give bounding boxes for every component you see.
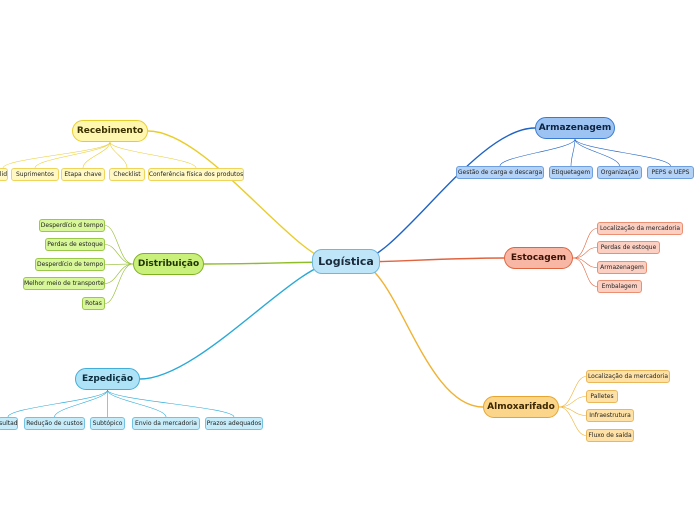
leaf-line-distribuicao-2	[104, 244, 134, 265]
leaf-line-recebimento-1	[2, 141, 111, 169]
subtopic-recebimento-5[interactable]: Conferência física dos produtos	[148, 168, 244, 181]
subtopic-almoxarifado-4[interactable]: Fluxo de saída	[586, 429, 634, 442]
leaf-line-almoxarifado-2	[558, 396, 587, 408]
subtopic-armazenagem-3[interactable]: Organização	[597, 166, 642, 179]
subtopic-recebimento-3[interactable]: Etapa chave	[61, 168, 105, 181]
subtopic-distribuicao-4[interactable]: Melhor meio de transporte	[23, 277, 105, 290]
subtopic-armazenagem-4[interactable]: PEPS e UEPS	[647, 166, 694, 179]
subtopic-recebimento-2[interactable]: Suprimentos	[11, 168, 59, 181]
subtopic-recebimento-1[interactable]: Qualidade	[0, 168, 8, 181]
leaf-line-recebimento-2	[34, 141, 111, 169]
subtopic-armazenagem-2[interactable]: Etiquetagem	[549, 166, 593, 179]
leaf-line-armazenagem-2	[570, 138, 576, 167]
subtopic-estocagem-3[interactable]: Armazenagem	[597, 261, 647, 274]
subtopic-almoxarifado-2[interactable]: Palletes	[586, 390, 618, 403]
subtopic-distribuicao-2[interactable]: Perdas de estoque	[45, 238, 105, 251]
leaf-line-expedicao-5	[107, 389, 235, 418]
branch-line-armazenagem	[355, 127, 536, 263]
leaf-line-armazenagem-3	[574, 138, 620, 167]
topic-estocagem[interactable]: Estocagem	[504, 247, 573, 269]
leaf-line-expedicao-2	[54, 389, 108, 418]
leaf-line-almoxarifado-1	[558, 376, 587, 408]
central-topic-node[interactable]: Logística	[312, 249, 380, 274]
subtopic-almoxarifado-3[interactable]: Infraestrutura	[586, 409, 634, 422]
subtopic-estocagem-2[interactable]: Perdas de estoque	[597, 241, 660, 254]
branch-line-expedicao	[139, 261, 337, 380]
leaf-line-estocagem-1	[572, 228, 598, 259]
subtopic-expedicao-5[interactable]: Prazos adequados	[205, 417, 263, 430]
subtopic-almoxarifado-1[interactable]: Localização da mercadoria	[586, 370, 670, 383]
subtopic-distribuicao-1[interactable]: Desperdício d tempo	[39, 219, 105, 232]
subtopic-distribuicao-5[interactable]: Rotas	[82, 297, 105, 310]
topic-distribuicao[interactable]: Distribuição	[133, 253, 204, 275]
subtopic-expedicao-1[interactable]: Resultados	[0, 417, 18, 430]
leaf-line-distribuicao-3	[104, 263, 134, 265]
leaf-line-almoxarifado-4	[558, 406, 587, 436]
subtopic-estocagem-1[interactable]: Localização da mercadoria	[597, 222, 683, 235]
leaf-line-almoxarifado-3	[558, 406, 587, 416]
subtopic-expedicao-2[interactable]: Redução de custos	[24, 417, 85, 430]
leaf-line-estocagem-2	[572, 247, 598, 259]
leaf-line-expedicao-1	[7, 389, 108, 418]
leaf-line-armazenagem-1	[499, 138, 576, 167]
leaf-line-recebimento-5	[109, 141, 197, 169]
leaf-line-estocagem-4	[572, 257, 598, 287]
leaf-line-estocagem-3	[572, 257, 598, 268]
topic-armazenagem[interactable]: Armazenagem	[535, 117, 615, 139]
subtopic-armazenagem-1[interactable]: Gestão de carga e descarga	[456, 166, 544, 179]
branch-line-recebimento	[147, 130, 337, 263]
leaf-line-armazenagem-4	[574, 138, 671, 167]
subtopic-recebimento-4[interactable]: Checklist	[109, 168, 145, 181]
topic-almoxarifado[interactable]: Almoxarifado	[483, 396, 559, 418]
topic-recebimento[interactable]: Recebimento	[72, 120, 148, 142]
leaf-line-distribuicao-5	[104, 263, 134, 304]
leaf-line-distribuicao-1	[104, 225, 134, 265]
branch-line-almoxarifado	[355, 261, 484, 408]
leaf-line-recebimento-3	[82, 141, 111, 169]
topic-expedicao[interactable]: Ezpedição	[75, 368, 140, 390]
leaf-line-expedicao-4	[107, 389, 167, 418]
subtopic-expedicao-3[interactable]: Subtópico	[90, 417, 125, 430]
subtopic-distribuicao-3[interactable]: Desperdício de tempo	[35, 258, 105, 271]
leaf-line-distribuicao-4	[104, 263, 134, 284]
subtopic-estocagem-4[interactable]: Embalagem	[597, 280, 642, 293]
leaf-line-recebimento-4	[109, 141, 128, 169]
subtopic-expedicao-4[interactable]: Envio da mercadoria	[132, 417, 200, 430]
